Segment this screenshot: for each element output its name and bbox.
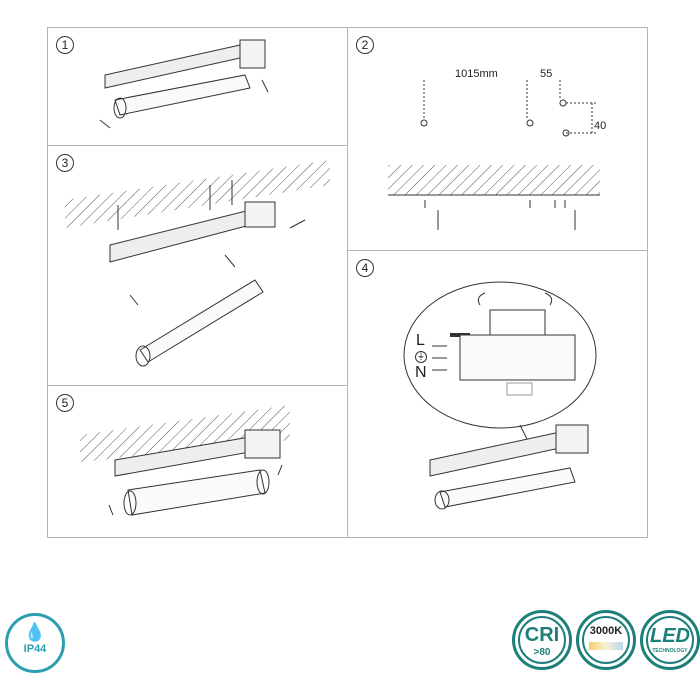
offset-dimension: 55 <box>540 68 553 80</box>
neutral-label: N <box>415 364 427 381</box>
step-3-panel: 3 <box>47 145 348 386</box>
step-2-panel: 2 <box>347 27 648 251</box>
earth-icon: ⏚ <box>415 351 427 363</box>
led-badge: LED TECHNOLOGY <box>640 610 700 670</box>
step-number: 4 <box>356 259 374 277</box>
cri-badge: CRI >80 <box>512 610 572 670</box>
step-number: 1 <box>56 36 74 54</box>
step-5-panel: 5 <box>47 385 348 538</box>
spacing-dimension: 1015mm <box>455 68 498 80</box>
step4-illustration <box>403 281 597 510</box>
color-scale <box>589 642 623 650</box>
water-drop-icon: 💧 <box>23 622 47 642</box>
step-1-panel: 1 <box>47 27 348 146</box>
step-4-panel: 4 <box>347 250 648 538</box>
step-number: 2 <box>356 36 374 54</box>
step1-illustration <box>99 39 269 129</box>
step-number: 3 <box>56 154 74 172</box>
step-number: 5 <box>56 394 74 412</box>
drop-dimension: 40 <box>594 120 607 132</box>
live-label: L <box>416 332 425 349</box>
step2-illustration <box>388 80 600 230</box>
step5-illustration <box>80 405 290 516</box>
step3-illustration <box>65 160 330 367</box>
color-temperature-badge: 3000K <box>576 610 636 670</box>
ip44-badge: 💧 IP44 <box>5 613 65 673</box>
